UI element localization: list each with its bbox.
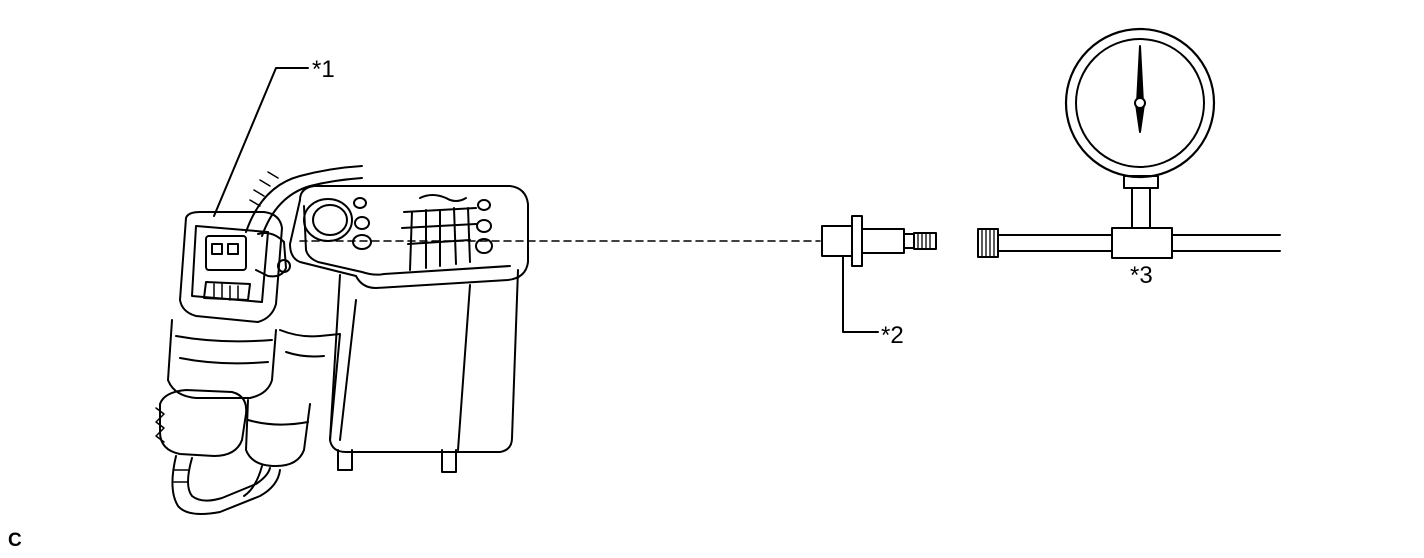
- callout-3: *3: [1130, 262, 1153, 289]
- leader-line-2: [842, 255, 879, 333]
- gauge-assembly: [977, 27, 1281, 259]
- canister-assembly: [155, 165, 529, 515]
- leader-line-1: [213, 67, 309, 217]
- callout-1: *1: [312, 56, 335, 83]
- adapter-fitting: [821, 215, 937, 267]
- figure-code: C: [8, 530, 22, 551]
- callout-2: *2: [881, 322, 904, 349]
